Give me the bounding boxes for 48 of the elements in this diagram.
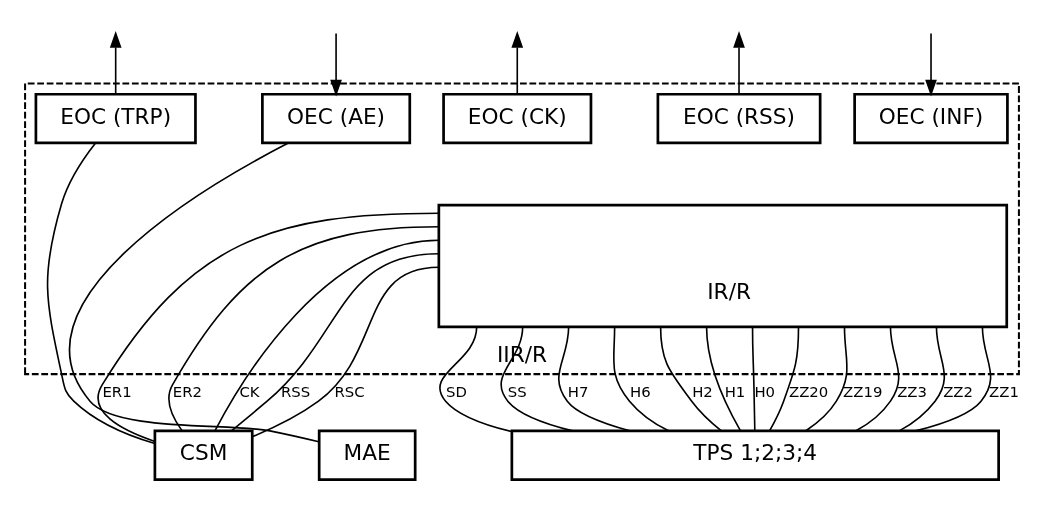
node-box: EOC (RSS)	[656, 92, 822, 144]
edge-label: ZZ3	[897, 382, 928, 401]
connector	[898, 325, 946, 432]
edge-label: ZZ1	[989, 382, 1019, 401]
edge-label: CK	[239, 382, 260, 401]
connector	[557, 325, 631, 432]
node-box: EOC (CK)	[442, 92, 593, 144]
arrow	[330, 32, 342, 96]
edge-label: H1	[724, 382, 746, 401]
connector	[46, 141, 156, 444]
edge-label: ER2	[172, 382, 202, 401]
node-box: TPS 1;2;3;4	[510, 429, 1000, 481]
edge-label: ZZ2	[943, 382, 973, 401]
node-box: OEC (INF)	[853, 92, 1009, 144]
connector	[705, 325, 742, 431]
edge-label: H2	[692, 382, 713, 401]
edge-label: ZZ19	[843, 382, 883, 401]
edge-label: ZZ20	[789, 382, 829, 401]
arrow	[925, 32, 937, 96]
connector	[659, 325, 723, 432]
edge-label: H6	[629, 382, 651, 401]
connector	[68, 141, 320, 443]
edge-label: ER1	[102, 382, 132, 401]
edge-label: RSC	[334, 382, 365, 401]
node-box: EOC (TRP)	[34, 92, 197, 144]
edge-label: RSS	[280, 382, 311, 401]
node-box: IR/R	[437, 203, 1009, 328]
arrow	[511, 30, 524, 95]
edge-label: H0	[754, 382, 776, 401]
edge-label: SD	[445, 382, 467, 401]
connector	[168, 225, 440, 431]
node-box: MAE	[317, 429, 417, 481]
connector	[769, 325, 800, 431]
connector	[855, 325, 900, 432]
node-box: OEC (AE)	[261, 92, 412, 144]
connector	[500, 325, 574, 432]
connector	[97, 211, 440, 442]
edge-label: H7	[567, 382, 589, 401]
node-box: CSM	[153, 429, 254, 481]
connector	[914, 325, 992, 432]
connector	[751, 325, 756, 432]
connector	[805, 325, 848, 432]
connector	[612, 325, 670, 432]
arrow	[109, 30, 122, 95]
edge-label: SS	[507, 382, 527, 401]
connector	[251, 266, 440, 437]
connector	[439, 325, 513, 432]
arrow	[733, 30, 745, 95]
